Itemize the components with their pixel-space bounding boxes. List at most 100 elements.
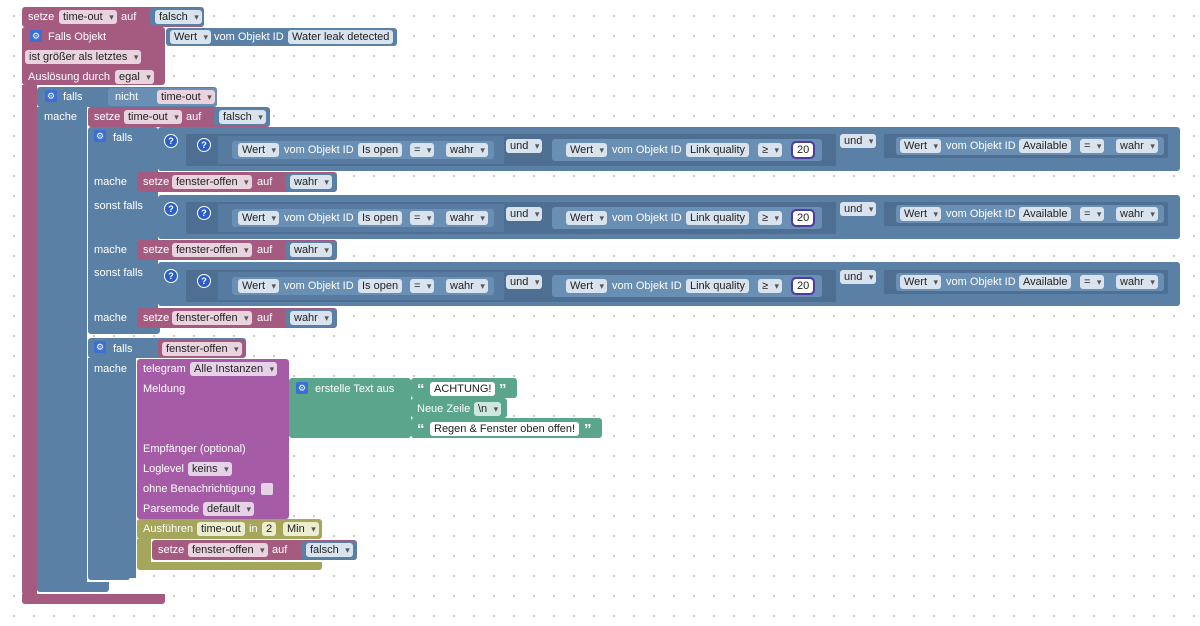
help-icon[interactable]: ? <box>164 202 178 216</box>
value-dropdown[interactable]: Wert <box>238 143 280 157</box>
help-icon[interactable]: ? <box>197 138 211 152</box>
object-id-field[interactable]: Link quality <box>686 143 750 157</box>
operator-dropdown[interactable]: = <box>1080 275 1105 289</box>
number-field[interactable]: 20 <box>790 141 816 159</box>
value-dropdown[interactable]: Wert <box>238 211 280 225</box>
variable-dropdown-timeout[interactable]: time-out <box>157 90 215 104</box>
parsemode-dropdown[interactable]: default <box>203 502 255 516</box>
boolean-dropdown[interactable]: wahr <box>1116 139 1158 153</box>
value-dropdown[interactable]: Wert <box>170 30 212 44</box>
quote-close-icon: ” <box>584 421 592 438</box>
variable-dropdown-window[interactable]: fenster-offen <box>162 342 242 356</box>
variable-dropdown-timeout[interactable]: time-out <box>124 110 182 124</box>
condition-dropdown[interactable]: ist größer als letztes <box>25 50 142 64</box>
object-id-label: vom Objekt ID <box>284 144 354 156</box>
and-dropdown[interactable]: und <box>840 134 877 148</box>
boolean-dropdown[interactable]: wahr <box>446 211 488 225</box>
telegram-label: telegram <box>143 363 186 375</box>
gear-icon[interactable]: ⚙ <box>94 130 106 142</box>
help-icon[interactable]: ? <box>164 134 178 148</box>
and-dropdown[interactable]: und <box>840 202 877 216</box>
object-id-field[interactable]: Available <box>1019 275 1072 289</box>
operator-dropdown[interactable]: = <box>1080 207 1105 221</box>
boolean-dropdown[interactable]: falsch <box>155 10 202 24</box>
object-id-label: vom Objekt ID <box>284 212 354 224</box>
if-elseif-block-footer <box>88 326 160 334</box>
loglevel-label: Loglevel <box>143 463 184 475</box>
object-id-label: vom Objekt ID <box>946 276 1016 288</box>
gear-icon[interactable]: ⚙ <box>45 90 57 102</box>
object-id-field[interactable]: Link quality <box>686 211 750 225</box>
object-id-field[interactable]: Available <box>1019 139 1072 153</box>
if-keyword: falls <box>113 132 133 144</box>
value-dropdown[interactable]: Wert <box>900 275 942 289</box>
if-block-3-footer <box>88 570 130 580</box>
operator-dropdown[interactable]: = <box>1080 139 1105 153</box>
operator-dropdown[interactable]: ≥ <box>758 211 783 225</box>
newline-dropdown[interactable]: \n <box>474 402 502 416</box>
help-icon[interactable]: ? <box>197 206 211 220</box>
object-id-field[interactable]: Is open <box>358 143 403 157</box>
trigger-by-dropdown[interactable]: egal <box>115 70 154 84</box>
boolean-dropdown[interactable]: falsch <box>219 110 266 124</box>
silent-checkbox[interactable] <box>261 483 273 495</box>
operator-dropdown[interactable]: ≥ <box>758 143 783 157</box>
and-dropdown[interactable]: und <box>506 139 543 153</box>
value-dropdown[interactable]: Wert <box>566 211 608 225</box>
object-id-field[interactable]: Link quality <box>686 279 750 293</box>
help-icon[interactable]: ? <box>197 274 211 288</box>
object-id-field[interactable]: Available <box>1019 207 1072 221</box>
value-dropdown[interactable]: Wert <box>238 279 280 293</box>
if-elseif-block[interactable] <box>88 127 158 333</box>
value-dropdown[interactable]: Wert <box>900 207 942 221</box>
text-join-block[interactable] <box>289 378 411 438</box>
variable-dropdown-window[interactable]: fenster-offen <box>188 543 268 557</box>
trigger-block-body <box>22 85 37 595</box>
value-dropdown[interactable]: Wert <box>566 279 608 293</box>
loglevel-dropdown[interactable]: keins <box>188 462 232 476</box>
timeout-block-body <box>137 539 151 565</box>
object-id-label: vom Objekt ID <box>284 280 354 292</box>
help-icon[interactable]: ? <box>164 269 178 283</box>
boolean-dropdown[interactable]: falsch <box>306 543 353 557</box>
operator-dropdown[interactable]: = <box>410 279 435 293</box>
gear-icon[interactable]: ⚙ <box>296 382 308 394</box>
if-keyword: falls <box>63 91 83 103</box>
operator-dropdown[interactable]: = <box>410 211 435 225</box>
and-dropdown[interactable]: und <box>506 275 543 289</box>
set-keyword: setze <box>143 244 170 256</box>
gear-icon[interactable]: ⚙ <box>94 341 106 353</box>
variable-dropdown-window[interactable]: fenster-offen <box>172 243 252 257</box>
and-dropdown[interactable]: und <box>506 207 543 221</box>
value-dropdown[interactable]: Wert <box>900 139 942 153</box>
boolean-dropdown[interactable]: wahr <box>446 279 488 293</box>
number-field[interactable]: 20 <box>790 277 816 295</box>
and-dropdown[interactable]: und <box>840 270 877 284</box>
number-field[interactable]: 20 <box>790 209 816 227</box>
variable-dropdown-window[interactable]: fenster-offen <box>172 311 252 325</box>
boolean-dropdown[interactable]: wahr <box>446 143 488 157</box>
instance-dropdown[interactable]: Alle Instanzen <box>190 362 278 376</box>
unit-dropdown[interactable]: Min <box>283 522 319 536</box>
text-field[interactable]: Regen & Fenster oben offen! <box>430 422 580 436</box>
boolean-dropdown[interactable]: wahr <box>1116 275 1158 289</box>
text-field[interactable]: ACHTUNG! <box>430 382 496 396</box>
object-id-field[interactable]: Is open <box>358 211 403 225</box>
variable-dropdown-timeout[interactable]: time-out <box>59 10 117 24</box>
object-id-field[interactable]: Water leak detected <box>288 30 394 44</box>
timeout-name-field[interactable]: time-out <box>197 522 245 536</box>
gear-icon[interactable]: ⚙ <box>30 30 42 42</box>
operator-dropdown[interactable]: = <box>410 143 435 157</box>
timeout-number-field[interactable]: 2 <box>262 522 277 536</box>
boolean-dropdown[interactable]: wahr <box>290 175 332 189</box>
object-id-field[interactable]: Is open <box>358 279 403 293</box>
boolean-dropdown[interactable]: wahr <box>290 311 332 325</box>
variable-dropdown-window[interactable]: fenster-offen <box>172 175 252 189</box>
set-keyword: setze <box>28 11 55 23</box>
boolean-dropdown[interactable]: wahr <box>290 243 332 257</box>
boolean-dropdown[interactable]: wahr <box>1116 207 1158 221</box>
do-keyword: mache <box>94 244 128 256</box>
if-block-1-footer <box>37 582 109 592</box>
value-dropdown[interactable]: Wert <box>566 143 608 157</box>
operator-dropdown[interactable]: ≥ <box>758 279 783 293</box>
